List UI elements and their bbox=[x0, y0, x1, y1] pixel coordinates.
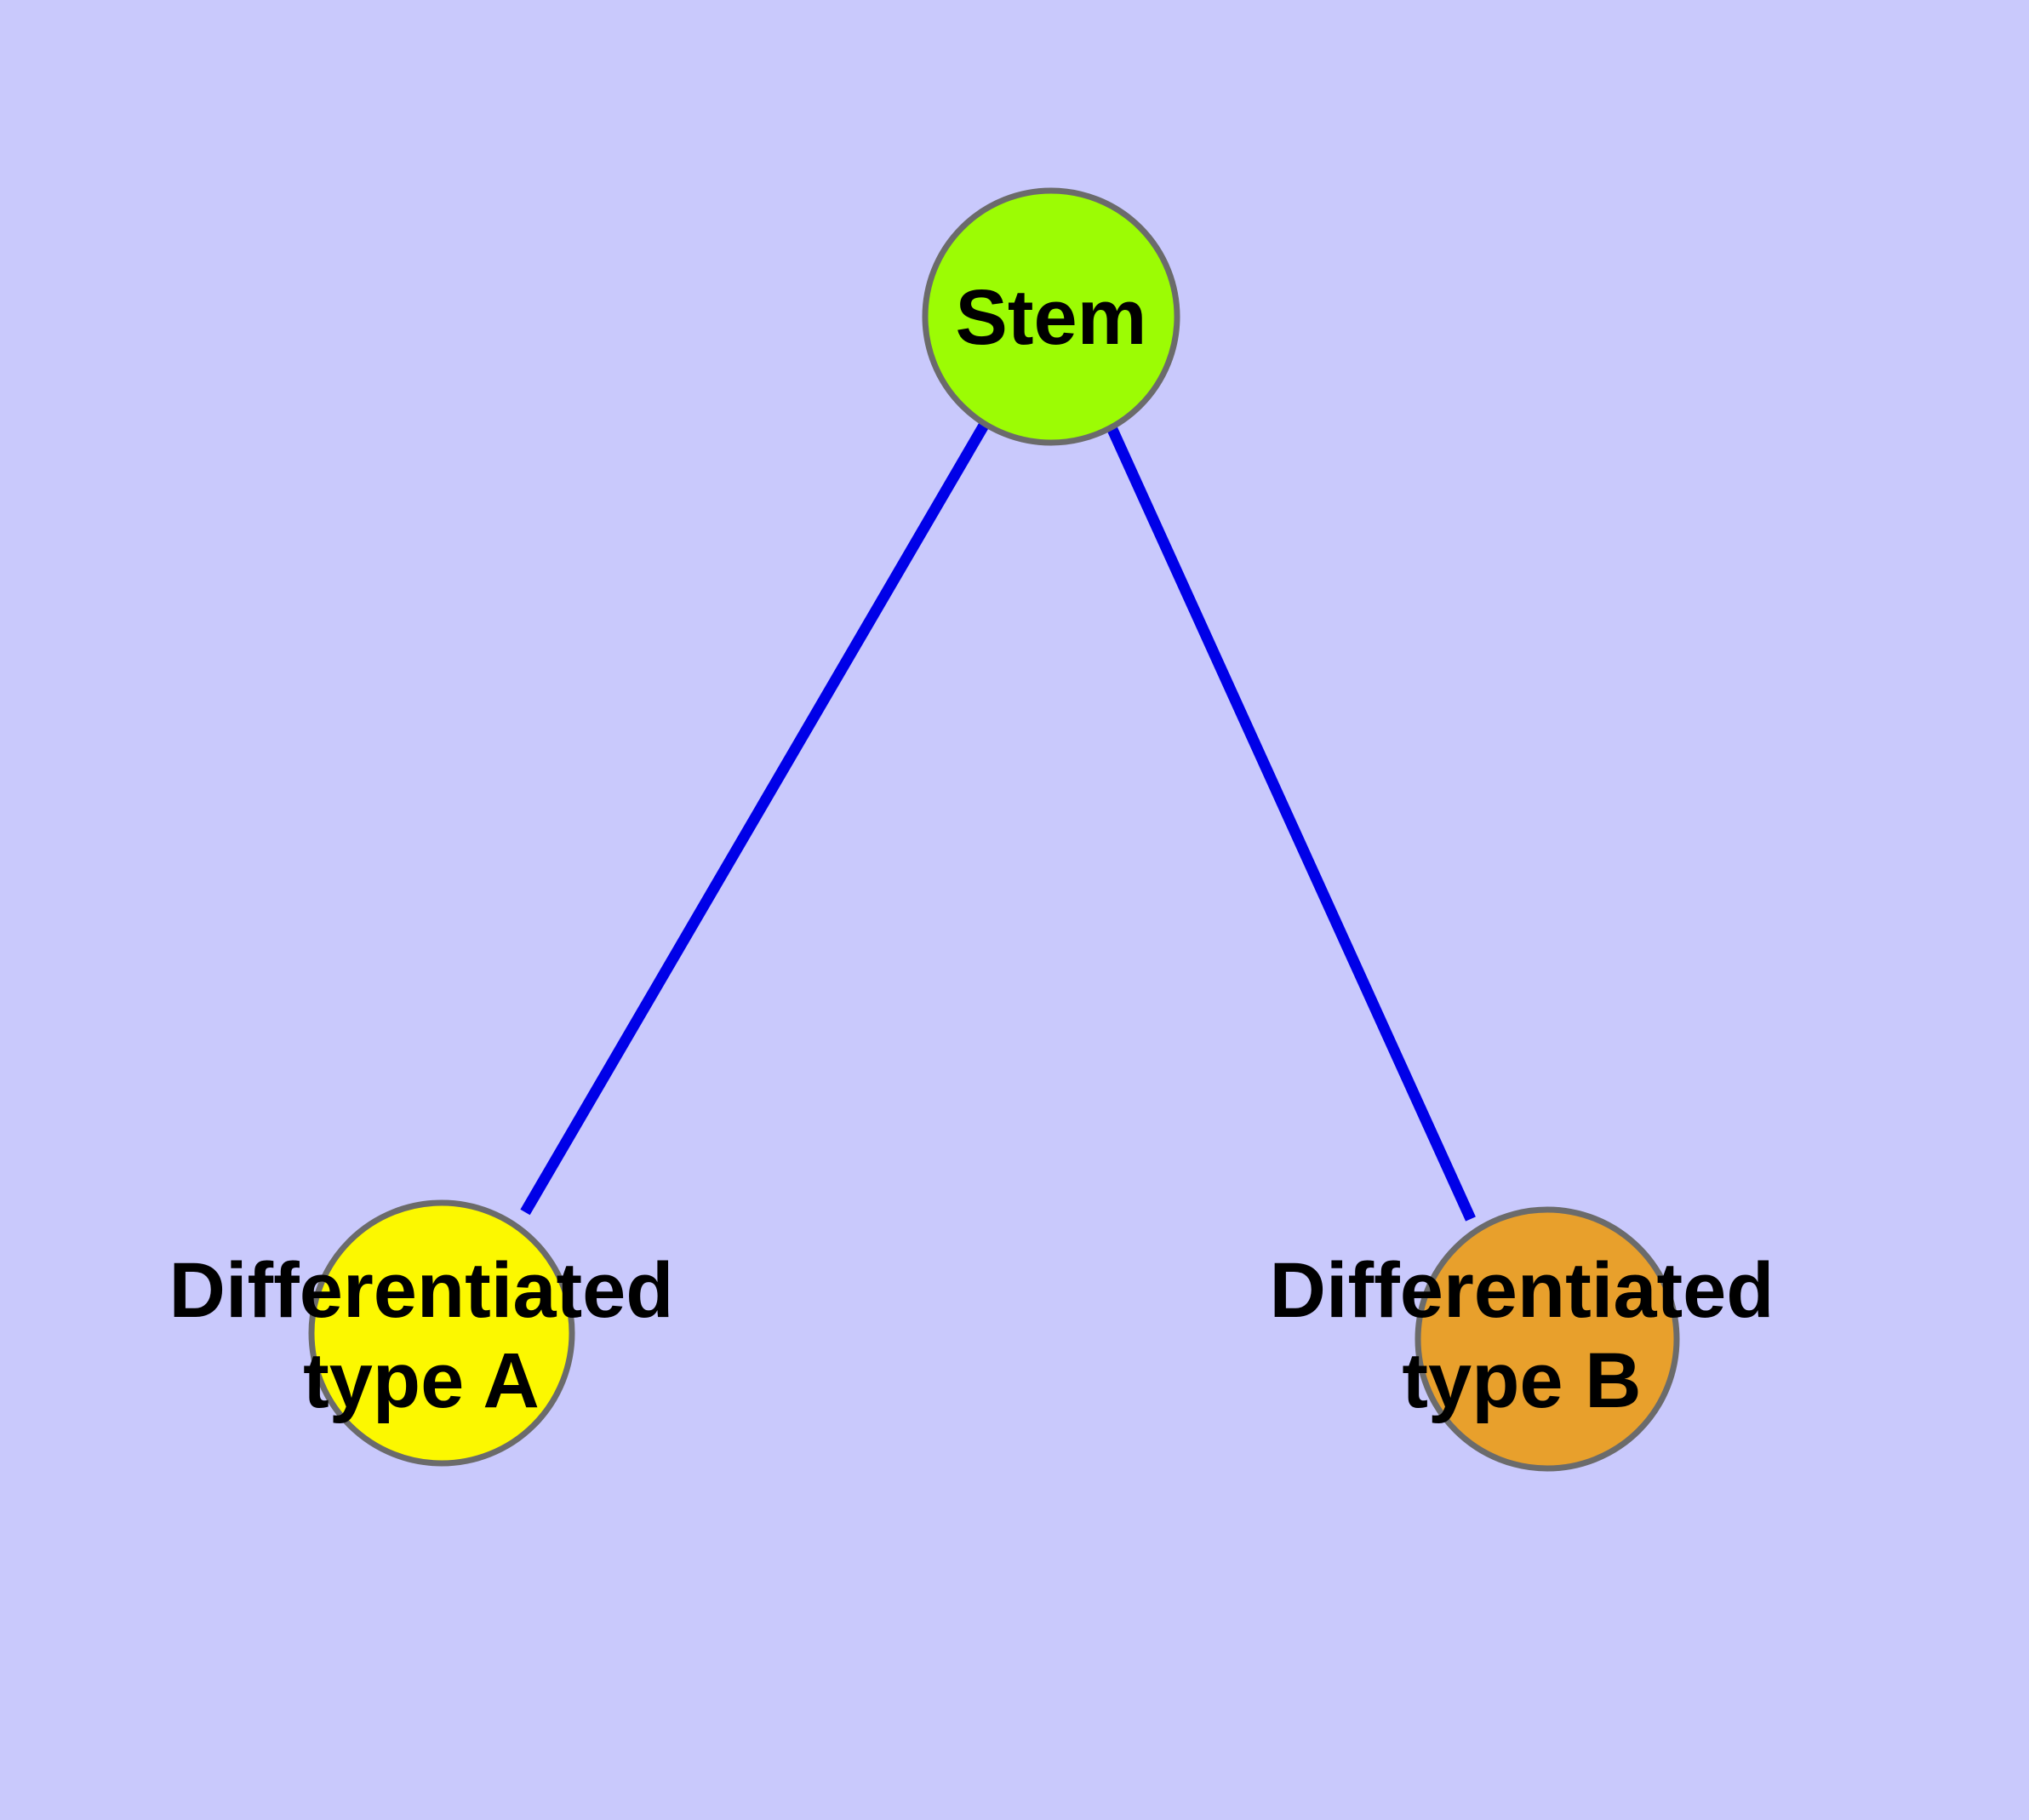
nodes-layer bbox=[308, 187, 1680, 1472]
label-line: type A bbox=[303, 1337, 540, 1424]
node-differentiated-type-b[interactable] bbox=[1415, 1206, 1680, 1472]
node-stem[interactable] bbox=[922, 187, 1180, 446]
label-line: Stem bbox=[956, 274, 1147, 361]
node-differentiated-type-b-circle[interactable] bbox=[1415, 1206, 1680, 1472]
edge-stem-to-differentiated-type-b[interactable] bbox=[1106, 423, 1476, 1222]
edges-layer bbox=[520, 421, 1476, 1222]
node-stem-label: Stem bbox=[956, 274, 1147, 361]
node-differentiated-type-a-circle[interactable] bbox=[308, 1199, 575, 1467]
label-line: type B bbox=[1402, 1337, 1641, 1424]
label-line: Differentiated bbox=[1270, 1247, 1775, 1334]
node-differentiated-type-a[interactable] bbox=[308, 1199, 575, 1467]
label-line: Differentiated bbox=[169, 1247, 674, 1334]
node-stem-circle[interactable] bbox=[922, 187, 1180, 446]
edge-stem-to-differentiated-type-a[interactable] bbox=[520, 421, 990, 1216]
